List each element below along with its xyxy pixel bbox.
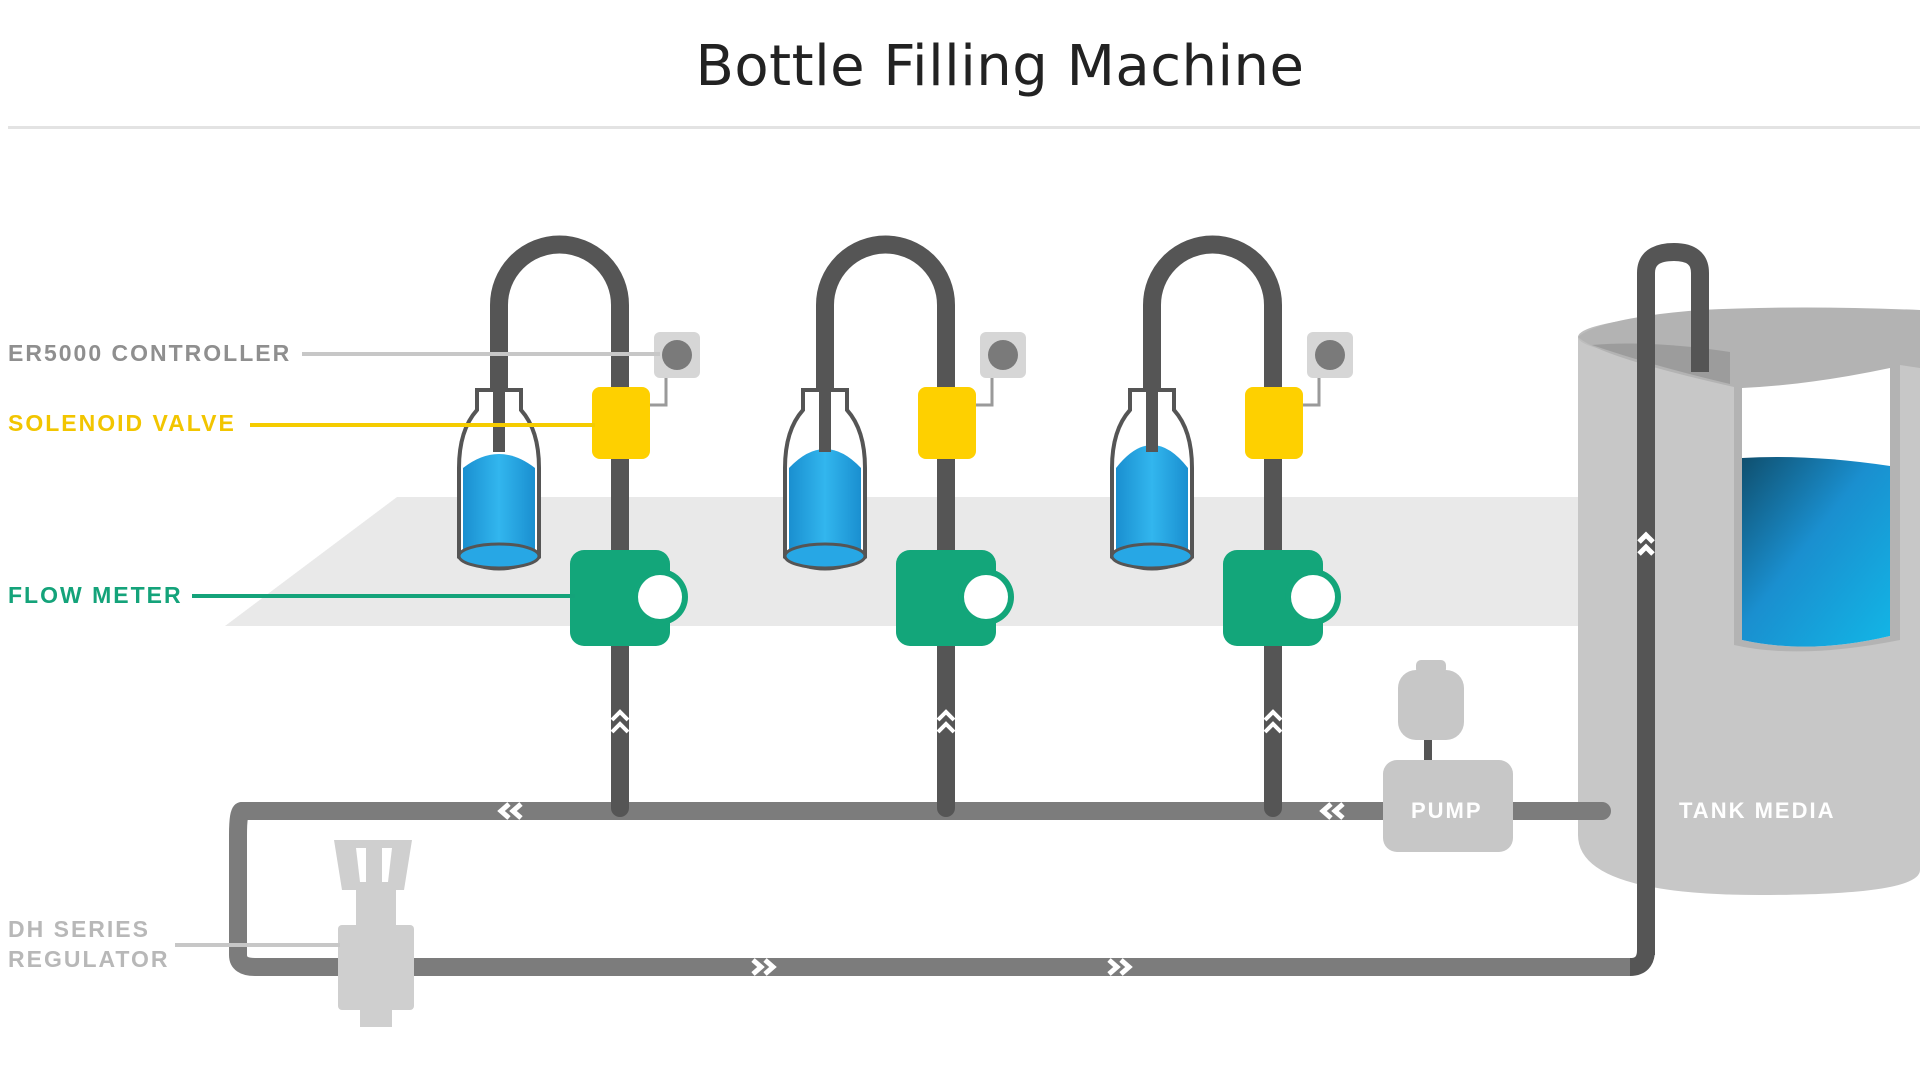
tank-media — [1578, 307, 1920, 895]
solenoid-valve — [592, 387, 650, 459]
bottle-water — [1116, 445, 1188, 565]
page-title: Bottle Filling Machine — [695, 34, 1305, 99]
flow-meter-gauge — [964, 575, 1008, 619]
flow-meter-gauge — [1291, 575, 1335, 619]
regulator-line-1: DH SERIES — [8, 916, 150, 942]
controller-wire — [976, 378, 994, 407]
gooseneck-pipe — [490, 235, 629, 450]
label-tank-media: TANK MEDIA — [1679, 798, 1836, 823]
flow-arrow — [1263, 709, 1283, 722]
flow-arrow — [610, 721, 630, 734]
solenoid-valve — [1245, 387, 1303, 459]
flow-arrows — [497, 531, 1655, 976]
pump — [1383, 660, 1513, 852]
filling-stations — [457, 235, 1353, 817]
controller-wire — [1303, 378, 1321, 407]
bottle-water — [463, 454, 535, 565]
flow-arrow — [936, 721, 956, 734]
gooseneck-pipe — [816, 235, 955, 450]
flow-arrow — [1263, 721, 1283, 734]
flow-arrow — [936, 709, 956, 722]
station-2 — [783, 235, 1026, 817]
bottle-base — [1110, 542, 1194, 570]
regulator-line-2: REGULATOR — [8, 946, 170, 972]
station-3 — [1110, 235, 1353, 817]
leader-lines — [192, 352, 660, 598]
controller-knob — [1315, 340, 1345, 370]
label-dh-series-regulator: DH SERIES REGULATOR — [8, 914, 170, 974]
flow-arrow — [610, 709, 630, 722]
bottle-water — [789, 449, 861, 565]
return-pipe-bottom — [255, 242, 1709, 976]
label-flow-meter: FLOW METER — [8, 582, 183, 608]
controller-wire — [650, 378, 668, 407]
label-er5000-controller: ER5000 CONTROLLER — [8, 340, 292, 366]
dh-series-regulator — [175, 840, 414, 1027]
title-divider — [8, 126, 1920, 129]
label-pump: PUMP — [1411, 798, 1483, 823]
flow-meter-gauge — [638, 575, 682, 619]
bottle-base — [457, 542, 541, 570]
gooseneck-pipe — [1143, 235, 1282, 450]
label-solenoid-valve: SOLENOID VALVE — [8, 410, 236, 436]
controller-knob — [662, 340, 692, 370]
supply-pipe-top — [229, 802, 1611, 976]
bottle-base — [783, 542, 867, 570]
solenoid-valve — [918, 387, 976, 459]
station-1 — [457, 235, 700, 817]
controller-knob — [988, 340, 1018, 370]
